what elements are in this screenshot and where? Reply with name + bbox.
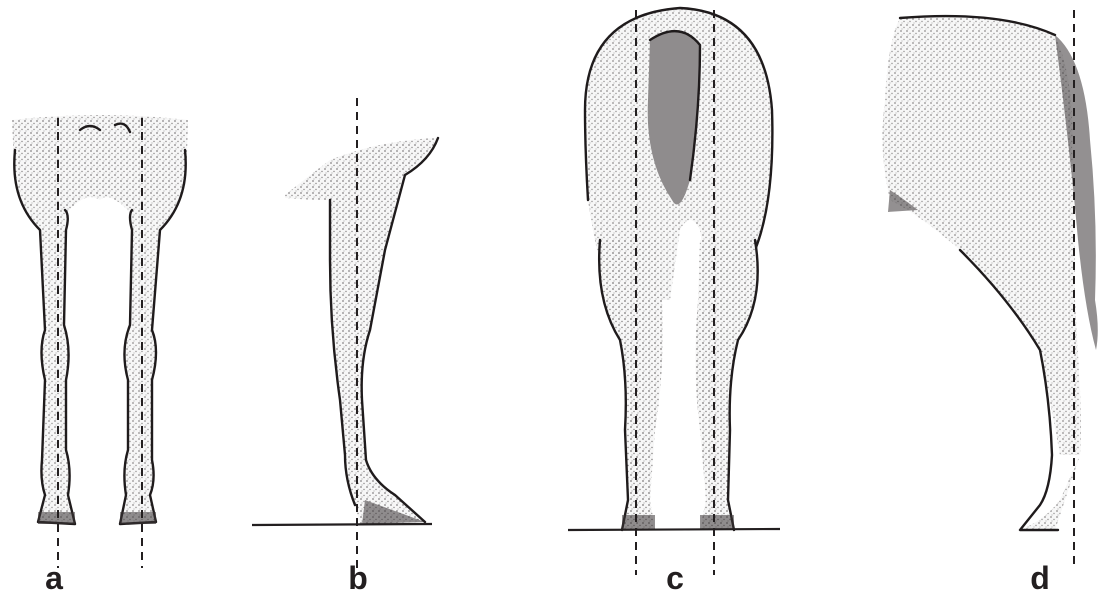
panel-a-forelegs-front [12,115,188,568]
panel-label-d: d [1010,560,1070,596]
panel-label-a: a [24,560,84,596]
panel-c-hindlegs-rear [568,8,780,575]
panel-label-b: b [328,560,388,596]
panel-b-foreleg-side [252,98,438,570]
panel-d-hindleg-side [882,10,1097,570]
panel-label-c: c [645,560,705,596]
